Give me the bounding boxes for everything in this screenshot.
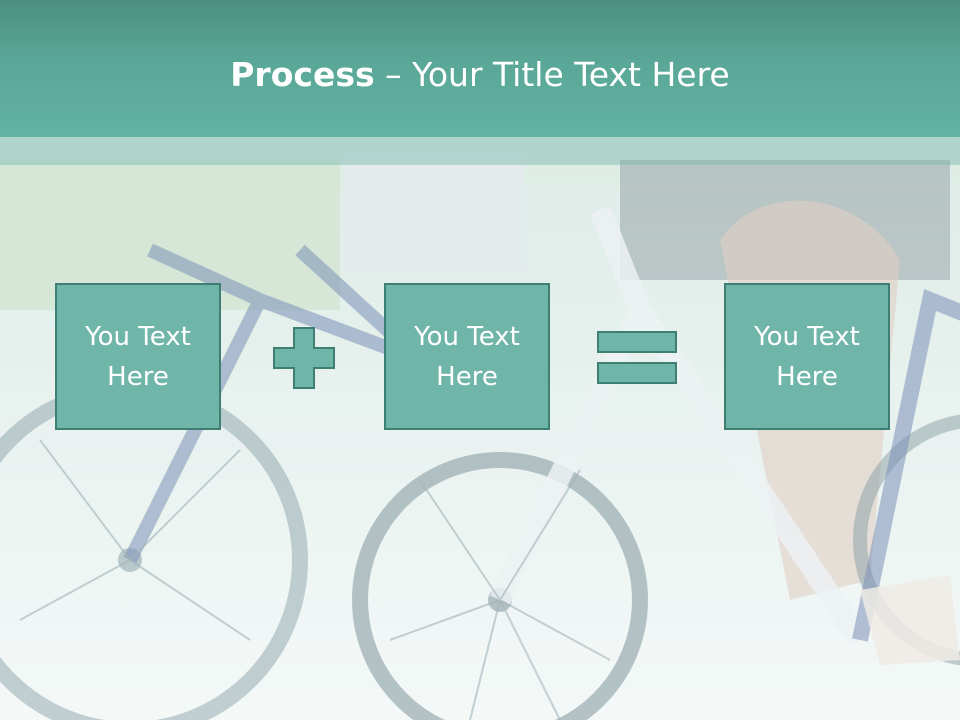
process-step-box-2[interactable]: You Text Here xyxy=(384,283,550,430)
plus-icon xyxy=(273,327,335,389)
process-step-text-1: You Text Here xyxy=(85,321,191,392)
process-step-text-3: You Text Here xyxy=(754,321,860,392)
title-bar xyxy=(0,0,960,137)
title-text: Your Title Text Here xyxy=(412,55,730,94)
equals-icon xyxy=(597,331,677,384)
title-band xyxy=(0,137,960,165)
process-step-text-2: You Text Here xyxy=(414,321,520,392)
slide-title: Process – Your Title Text Here xyxy=(0,52,960,98)
title-bold: Process xyxy=(230,55,375,94)
title-separator: – xyxy=(374,55,413,94)
process-step-box-1[interactable]: You Text Here xyxy=(55,283,221,430)
process-step-box-3[interactable]: You Text Here xyxy=(724,283,890,430)
